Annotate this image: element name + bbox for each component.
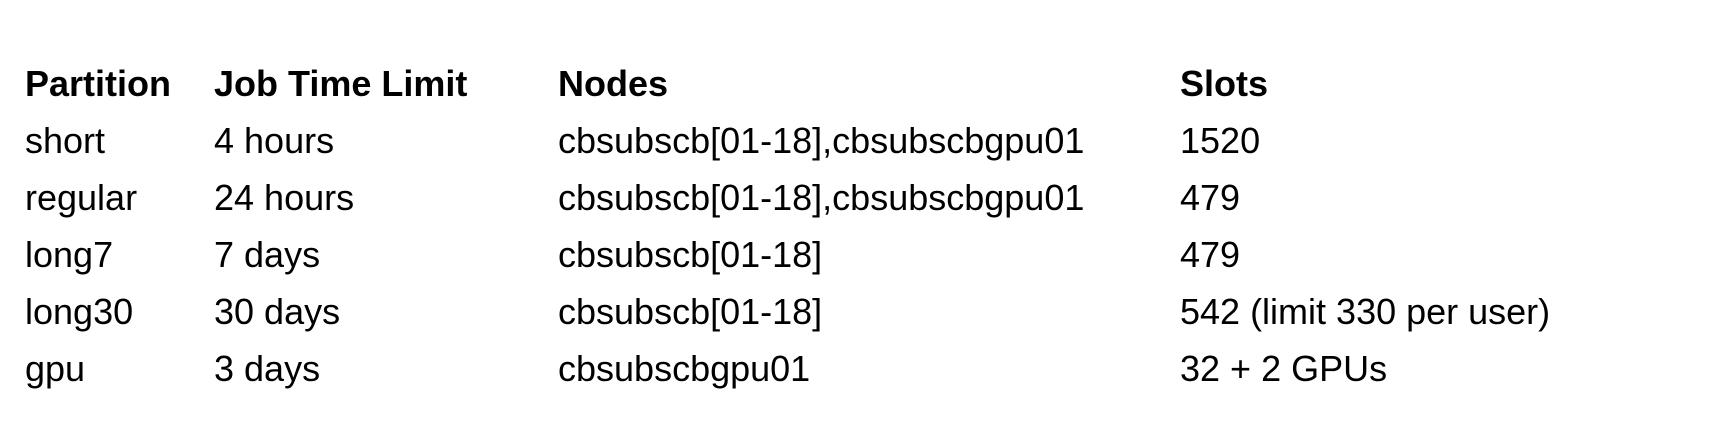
table-header: Partition Job Time Limit Nodes Slots xyxy=(25,55,1560,112)
table-row: long7 7 days cbsubscb[01-18] 479 xyxy=(25,226,1560,283)
time-limit-cell: 24 hours xyxy=(214,176,355,218)
table-row: short 4 hours cbsubscb[01-18],cbsubscbgp… xyxy=(25,112,1560,169)
table-row: long30 30 days cbsubscb[01-18] 542 (limi… xyxy=(25,283,1560,340)
slots-cell: 542 (limit 330 per user) xyxy=(1180,290,1551,332)
nodes-cell: cbsubscb[01-18],cbsubscbgpu01 xyxy=(558,119,1085,161)
table-body: short 4 hours cbsubscb[01-18],cbsubscbgp… xyxy=(25,112,1560,397)
table-row: gpu 3 days cbsubscbgpu01 32 + 2 GPUs xyxy=(25,340,1560,397)
partition-table: Partition Job Time Limit Nodes Slots sho… xyxy=(25,55,1560,397)
slots-cell: 479 xyxy=(1180,233,1241,275)
header-time-limit: Job Time Limit xyxy=(214,62,468,104)
partition-cell: gpu xyxy=(25,347,86,389)
slots-cell: 32 + 2 GPUs xyxy=(1180,347,1388,389)
table-row: regular 24 hours cbsubscb[01-18],cbsubsc… xyxy=(25,169,1560,226)
partition-cell: long30 xyxy=(25,290,134,332)
slots-cell: 1520 xyxy=(1180,119,1261,161)
nodes-cell: cbsubscb[01-18] xyxy=(558,233,823,275)
time-limit-cell: 30 days xyxy=(214,290,341,332)
partition-cell: regular xyxy=(25,176,138,218)
header-row: Partition Job Time Limit Nodes Slots xyxy=(25,55,1560,112)
header-slots: Slots xyxy=(1180,62,1269,104)
partition-cell: short xyxy=(25,119,106,161)
nodes-cell: cbsubscb[01-18],cbsubscbgpu01 xyxy=(558,176,1085,218)
time-limit-cell: 3 days xyxy=(214,347,321,389)
nodes-cell: cbsubscb[01-18] xyxy=(558,290,823,332)
time-limit-cell: 7 days xyxy=(214,233,321,275)
slots-cell: 479 xyxy=(1180,176,1241,218)
header-nodes: Nodes xyxy=(558,62,669,104)
nodes-cell: cbsubscbgpu01 xyxy=(558,347,811,389)
header-partition: Partition xyxy=(25,62,172,104)
time-limit-cell: 4 hours xyxy=(214,119,335,161)
partition-cell: long7 xyxy=(25,233,114,275)
